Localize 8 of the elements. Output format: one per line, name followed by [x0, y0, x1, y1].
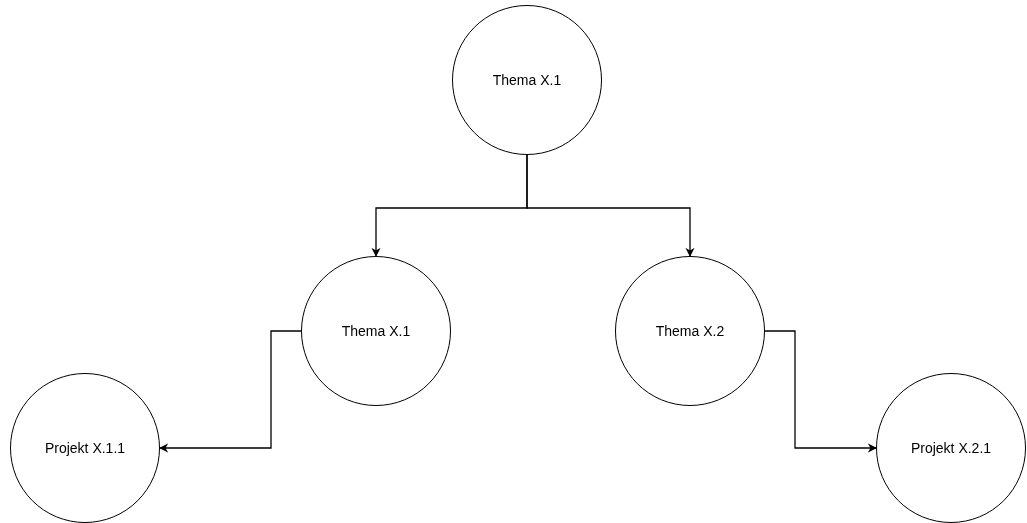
connector-arrow [526, 154, 695, 257]
node-label: Thema X.2 [655, 323, 725, 339]
connector-arrow [159, 330, 302, 453]
node-label: Thema X.1 [341, 323, 411, 339]
node-label: Thema X.1 [492, 72, 562, 88]
connector-arrow [764, 330, 877, 453]
node-label: Projekt X.1.1 [44, 440, 126, 456]
node-label: Projekt X.2.1 [910, 440, 992, 456]
